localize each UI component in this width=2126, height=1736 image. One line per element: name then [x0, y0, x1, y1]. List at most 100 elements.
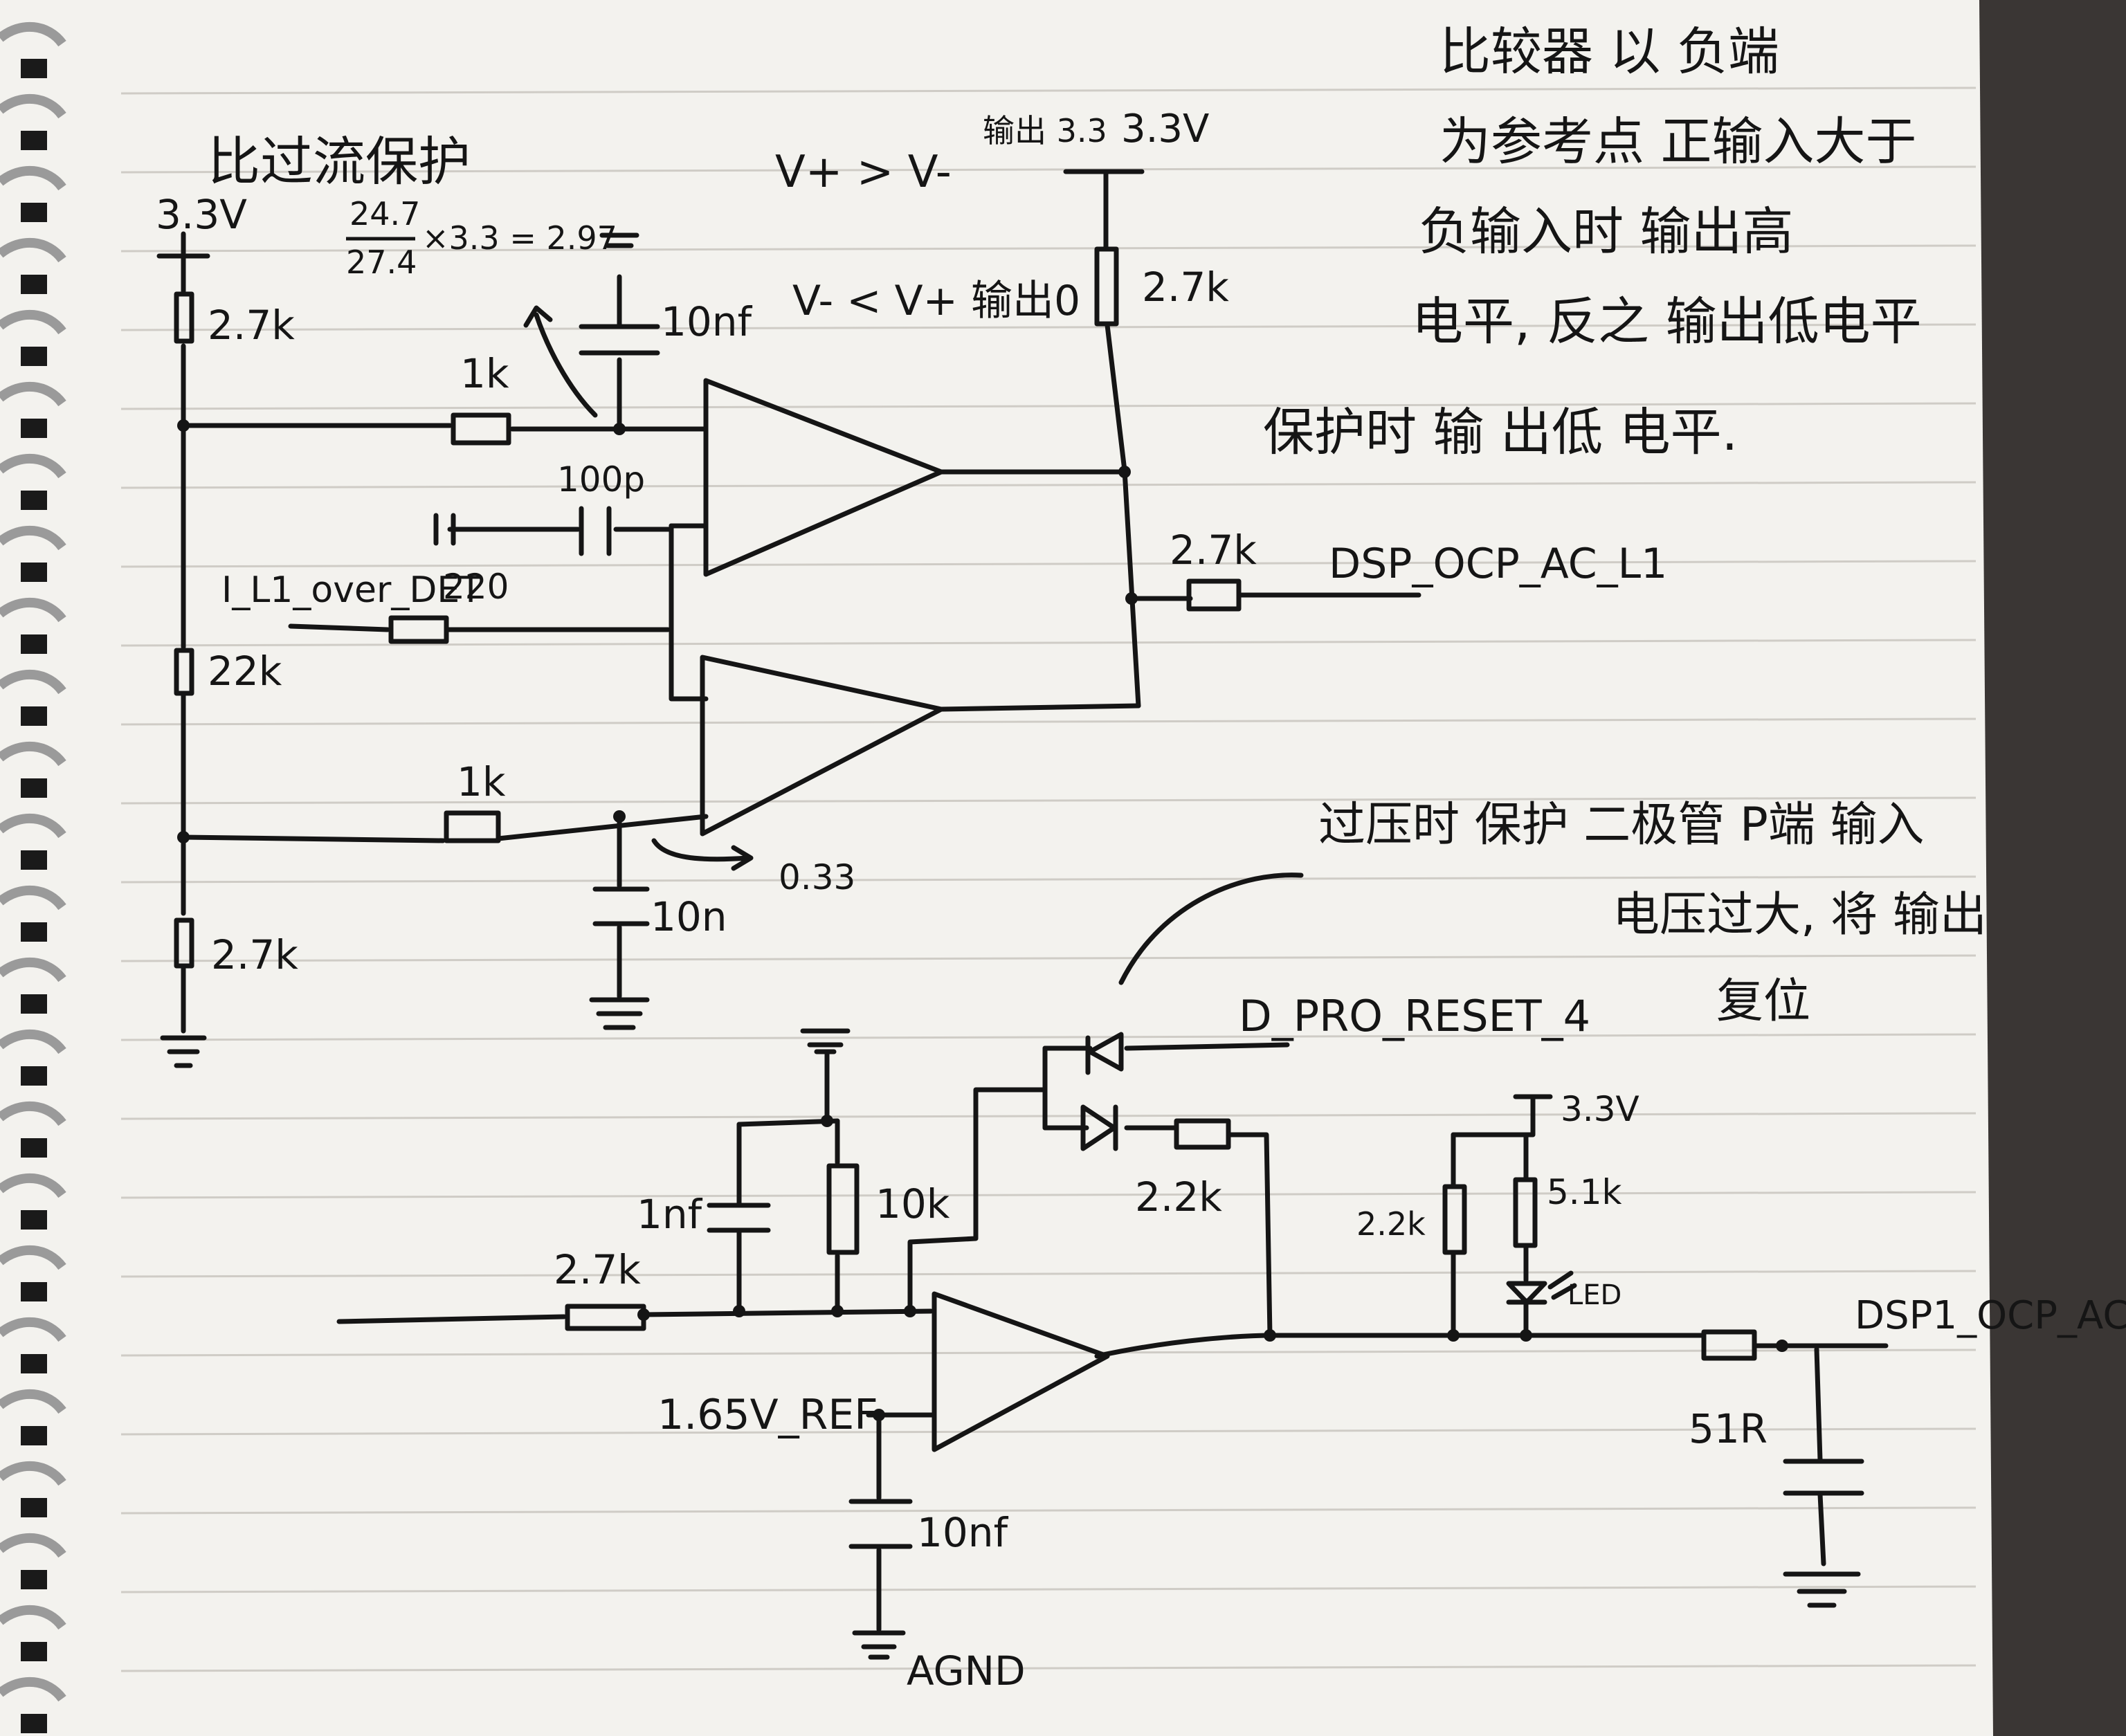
spiral-hole — [21, 59, 47, 78]
label-cond-lt: V- < V+ 输出0 — [792, 277, 1080, 325]
opamp-upper — [703, 378, 944, 577]
ruled-line — [120, 323, 1977, 331]
resistor-diode-2k2 — [1174, 1118, 1231, 1150]
capacitor-top-10nf — [579, 232, 660, 356]
spiral-ring — [0, 1533, 66, 1558]
spiral-ring — [0, 165, 66, 191]
ruled-line — [120, 1191, 1977, 1199]
spiral-hole — [21, 1426, 47, 1445]
ruled-line — [120, 875, 1977, 884]
resistor-r-top-left — [174, 291, 194, 344]
note-top-right-line-4: 电平, 反之 输出低电平 — [1412, 292, 1922, 351]
capacitor-feedback-100p — [579, 506, 612, 556]
diode-lower — [1080, 1104, 1118, 1151]
junction-dots-top — [177, 419, 1138, 843]
spiral-hole — [21, 491, 47, 510]
spiral-hole — [21, 131, 47, 150]
opamp-lower — [700, 655, 944, 837]
spiral-hole — [21, 850, 47, 870]
spiral-hole — [21, 275, 47, 294]
label-cap-top: 10nf — [661, 298, 753, 345]
label-r-output-bottom: 51R — [1689, 1405, 1768, 1452]
supply-3v3-left — [156, 253, 210, 293]
label-r-minus-lower: 1k — [457, 758, 506, 805]
label-calc-numerator: 24.7 — [349, 195, 420, 232]
spiral-ring — [0, 453, 66, 479]
label-supply-left: 3.3V — [156, 191, 247, 238]
label-r-feedback-top: 10k — [875, 1180, 950, 1227]
spiral-ring — [0, 741, 66, 767]
resistor-right-5k1 — [1513, 1177, 1538, 1248]
label-r-top-left: 2.7k — [208, 302, 295, 349]
annotation-arrow-lower — [651, 838, 754, 871]
label-r-left-bottom: 2.2k — [1356, 1205, 1426, 1243]
ruled-line — [120, 1112, 1977, 1120]
resistor-output-top — [1186, 578, 1242, 612]
spiral-ring — [0, 1461, 66, 1486]
ruled-line — [120, 165, 1977, 174]
note-top-right-line-2: 为参考点 正输入大于 — [1439, 112, 1917, 172]
spiral-ring — [0, 885, 66, 911]
ruled-line — [120, 1506, 1977, 1515]
ruled-line — [120, 954, 1977, 962]
resistor-pullup — [1094, 246, 1119, 327]
spiral-ring — [0, 1389, 66, 1414]
label-led: LED — [1568, 1279, 1621, 1311]
resistor-feedback-10k — [826, 1163, 860, 1255]
resistor-output-51r — [1701, 1329, 1757, 1361]
spiral-ring — [0, 1173, 66, 1198]
spiral-ring — [0, 1029, 66, 1054]
label-supply-bottom: 3.3V — [1561, 1089, 1639, 1129]
spiral-ring — [0, 957, 66, 983]
ground-symbol-left — [160, 1035, 207, 1068]
label-calc-result: ×3.3 = 2.97 — [422, 219, 617, 257]
opamp-bottom — [932, 1291, 1110, 1452]
spiral-hole — [21, 1498, 47, 1517]
spiral-ring — [0, 1605, 66, 1630]
label-cap-ref: 10nf — [917, 1509, 1009, 1556]
resistor-minus-lower — [444, 810, 501, 843]
spiral-hole — [21, 203, 47, 222]
spiral-hole — [21, 347, 47, 366]
ground-symbol-top-bottom — [800, 1028, 851, 1054]
label-r-diode: 2.2k — [1135, 1173, 1222, 1221]
spiral-ring — [0, 1101, 66, 1126]
note-top-right-line-3: 负输入时 输出高 — [1419, 202, 1794, 262]
spiral-ring — [0, 93, 66, 119]
spiral-hole — [21, 1570, 47, 1589]
spiral-hole — [21, 922, 47, 942]
label-r-input-bottom: 2.7k — [554, 1246, 641, 1293]
note-top-right-line-5: 保护时 输 出低 电平. — [1263, 403, 1738, 462]
spiral-ring — [0, 669, 66, 695]
diode-upper — [1085, 1032, 1124, 1075]
spiral-ring — [0, 237, 66, 263]
spiral-hole — [21, 1282, 47, 1301]
spiral-hole — [21, 419, 47, 438]
spiral-hole — [21, 634, 47, 654]
spiral-ring — [0, 1245, 66, 1270]
spiral-hole — [21, 1138, 47, 1158]
junction-dots-bottom — [637, 1115, 1788, 1421]
label-r-output: 2.7k — [1170, 527, 1257, 574]
spiral-hole — [21, 994, 47, 1014]
label-supply-right: 3.3V — [1121, 107, 1209, 152]
resistor-r-mid-left — [174, 648, 194, 696]
ruled-line — [120, 86, 1977, 95]
label-node-voltage: 0.33 — [779, 857, 855, 897]
note-mid-right-line-2: 电压过大, 将 输出 — [1612, 888, 1987, 942]
label-cap-lower: 10n — [651, 893, 727, 940]
capacitor-lower-10n — [589, 886, 650, 1030]
ruled-line — [120, 1349, 1977, 1357]
annotation-curve — [1118, 872, 1304, 985]
label-calc-denominator: 27.4 — [346, 244, 417, 281]
label-cap-in: 1nf — [637, 1191, 703, 1238]
resistor-left-2k2 — [1442, 1184, 1467, 1255]
ruled-line — [120, 796, 1977, 805]
ruled-line — [120, 244, 1977, 253]
ruled-line — [120, 481, 1977, 489]
label-r-right-bottom: 5.1k — [1547, 1172, 1622, 1212]
ruled-line — [120, 1427, 1977, 1436]
ruled-line — [120, 560, 1977, 568]
label-net-reset: D_PRO_RESET_4 — [1239, 991, 1590, 1041]
